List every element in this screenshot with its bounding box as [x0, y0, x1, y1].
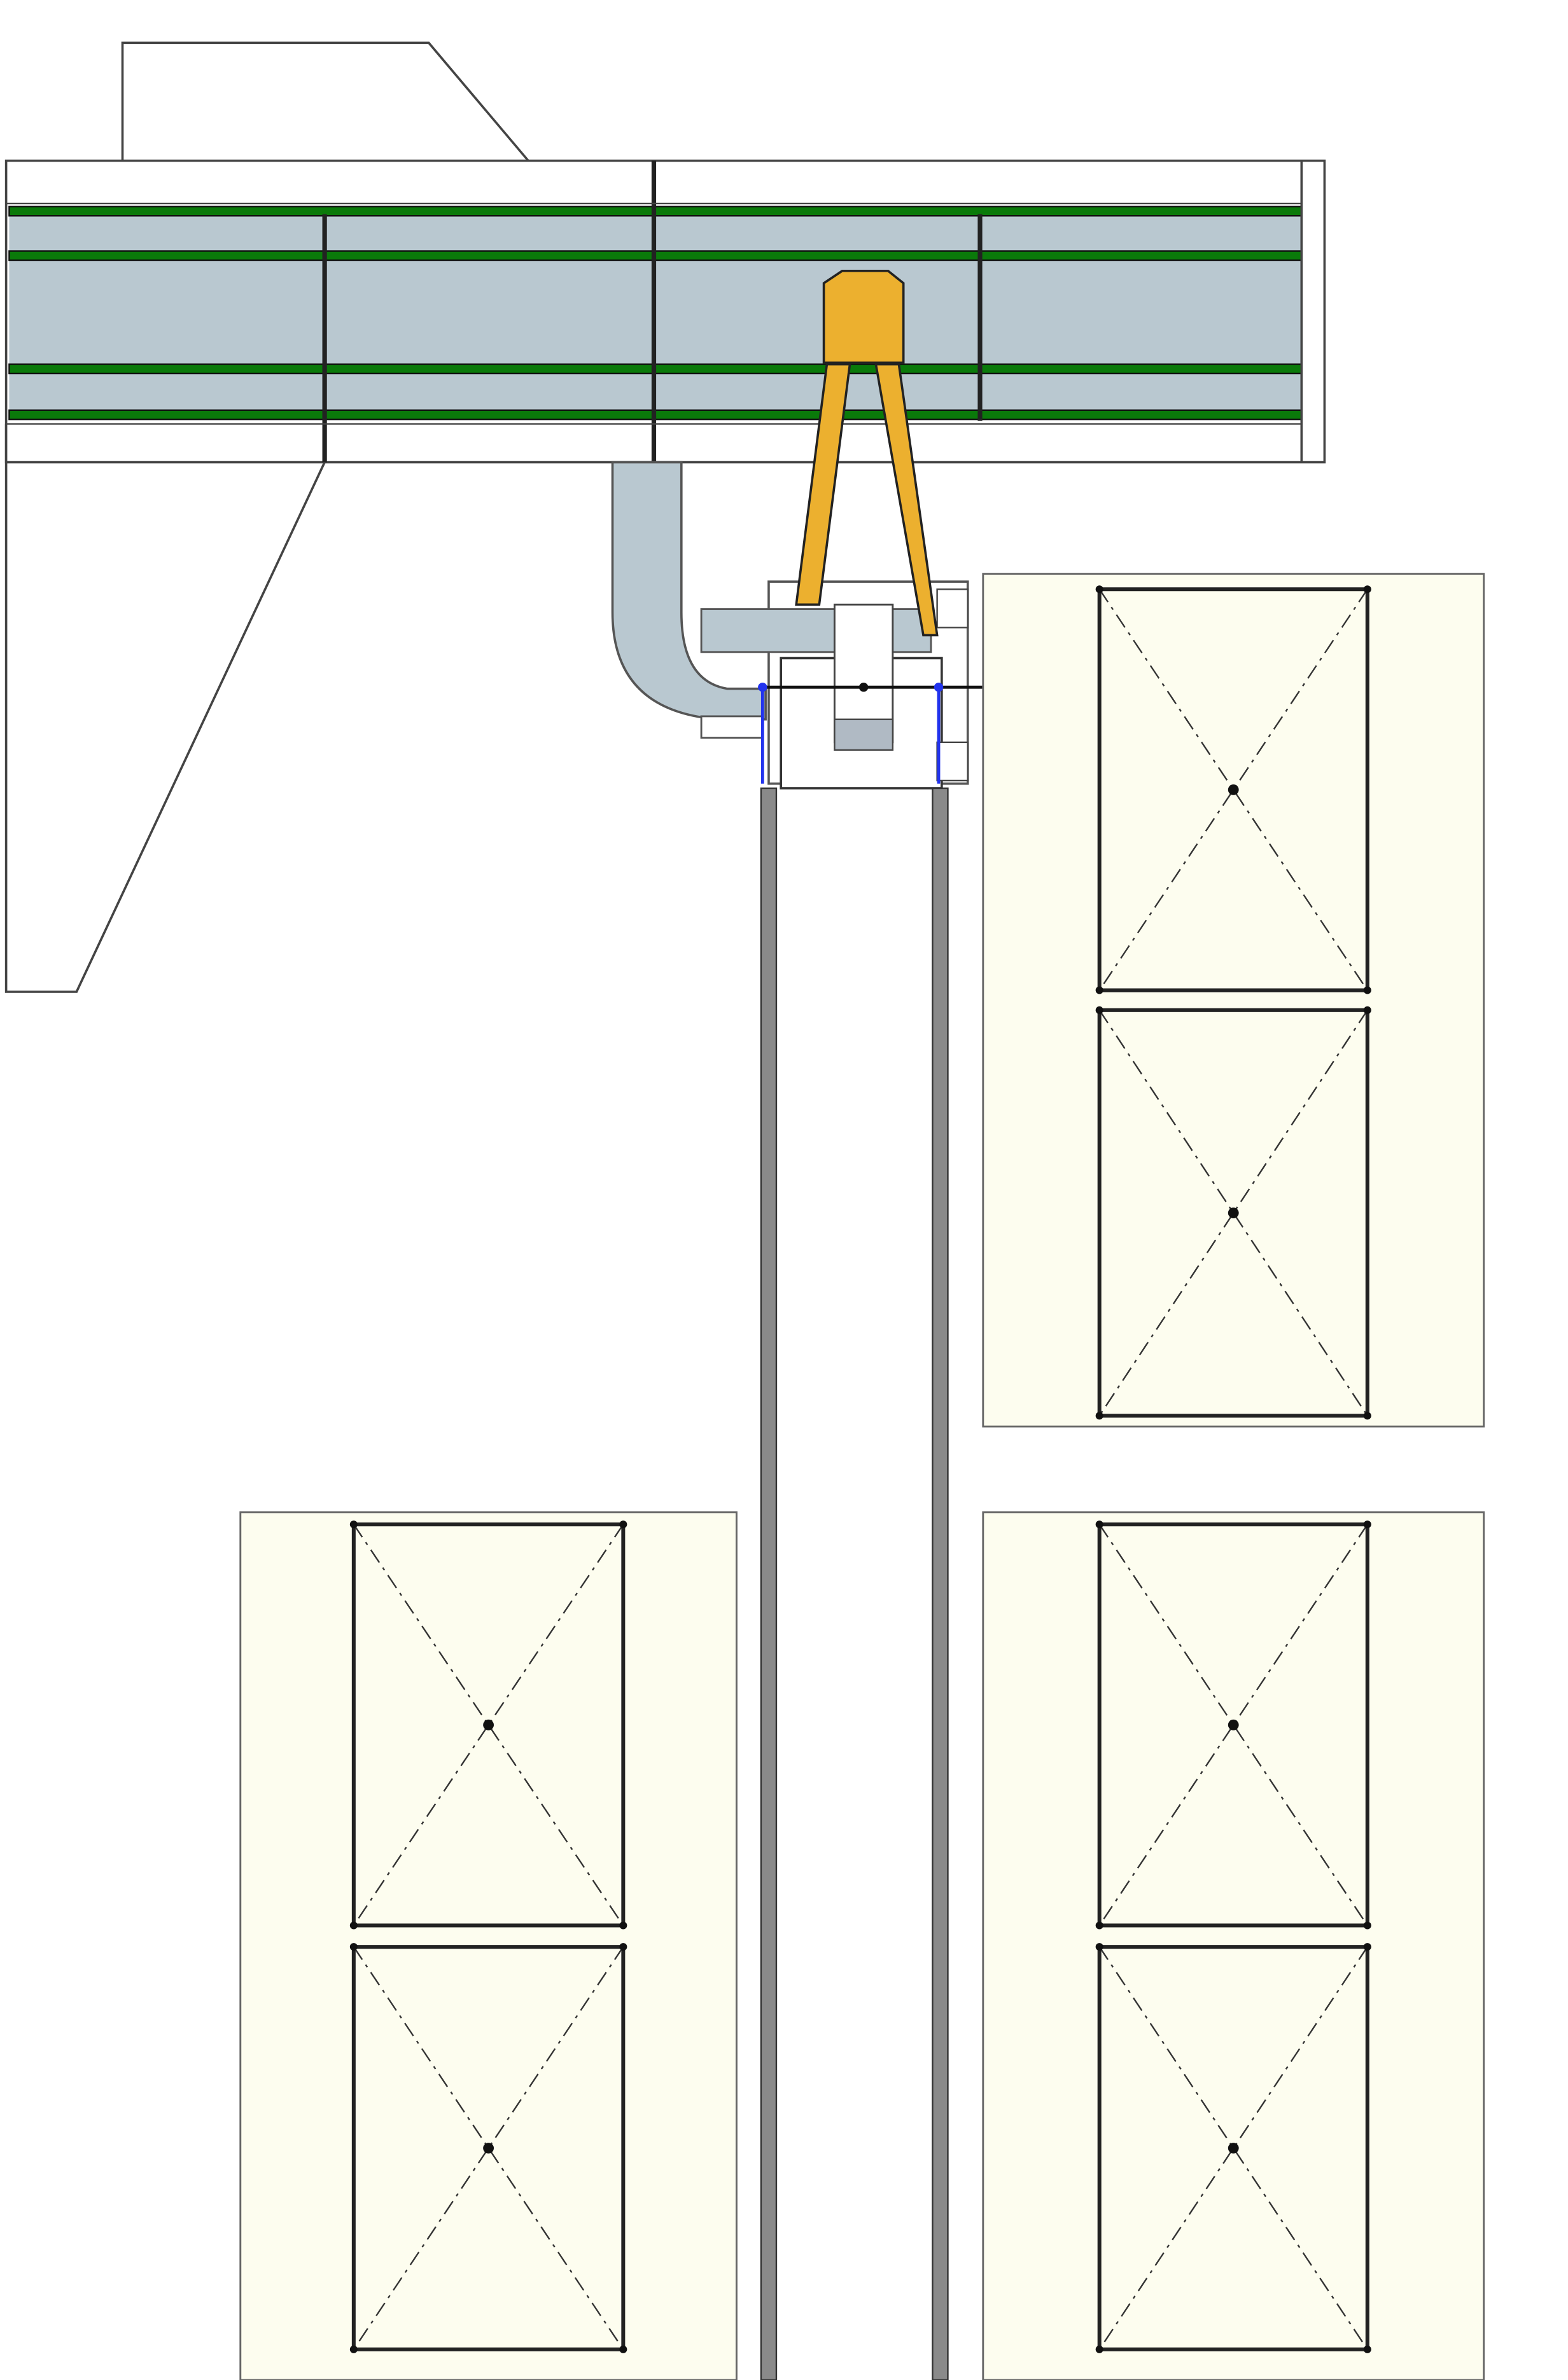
panel-cell — [1095, 1006, 1371, 1420]
lower-bracket-outline — [4, 424, 326, 993]
lift-arm — [795, 270, 939, 637]
panel-cell — [349, 1943, 627, 2353]
storage-panel-left-bottom — [239, 1511, 738, 2380]
panel-cell — [349, 1521, 627, 1930]
panel-cell — [1095, 1521, 1371, 1930]
upper-bracket-outline — [121, 41, 529, 162]
vertical-rail-left — [760, 787, 778, 2380]
vertical-rail-right — [932, 787, 949, 2380]
cable-duct — [611, 461, 767, 721]
overhead-beam — [4, 159, 1326, 464]
panel-cell — [1095, 585, 1371, 994]
storage-panel-right-bottom — [982, 1511, 1485, 2380]
storage-panel-right-top — [982, 573, 1485, 1428]
panel-cell — [1095, 1943, 1371, 2353]
trolley-mechanism — [700, 580, 983, 790]
